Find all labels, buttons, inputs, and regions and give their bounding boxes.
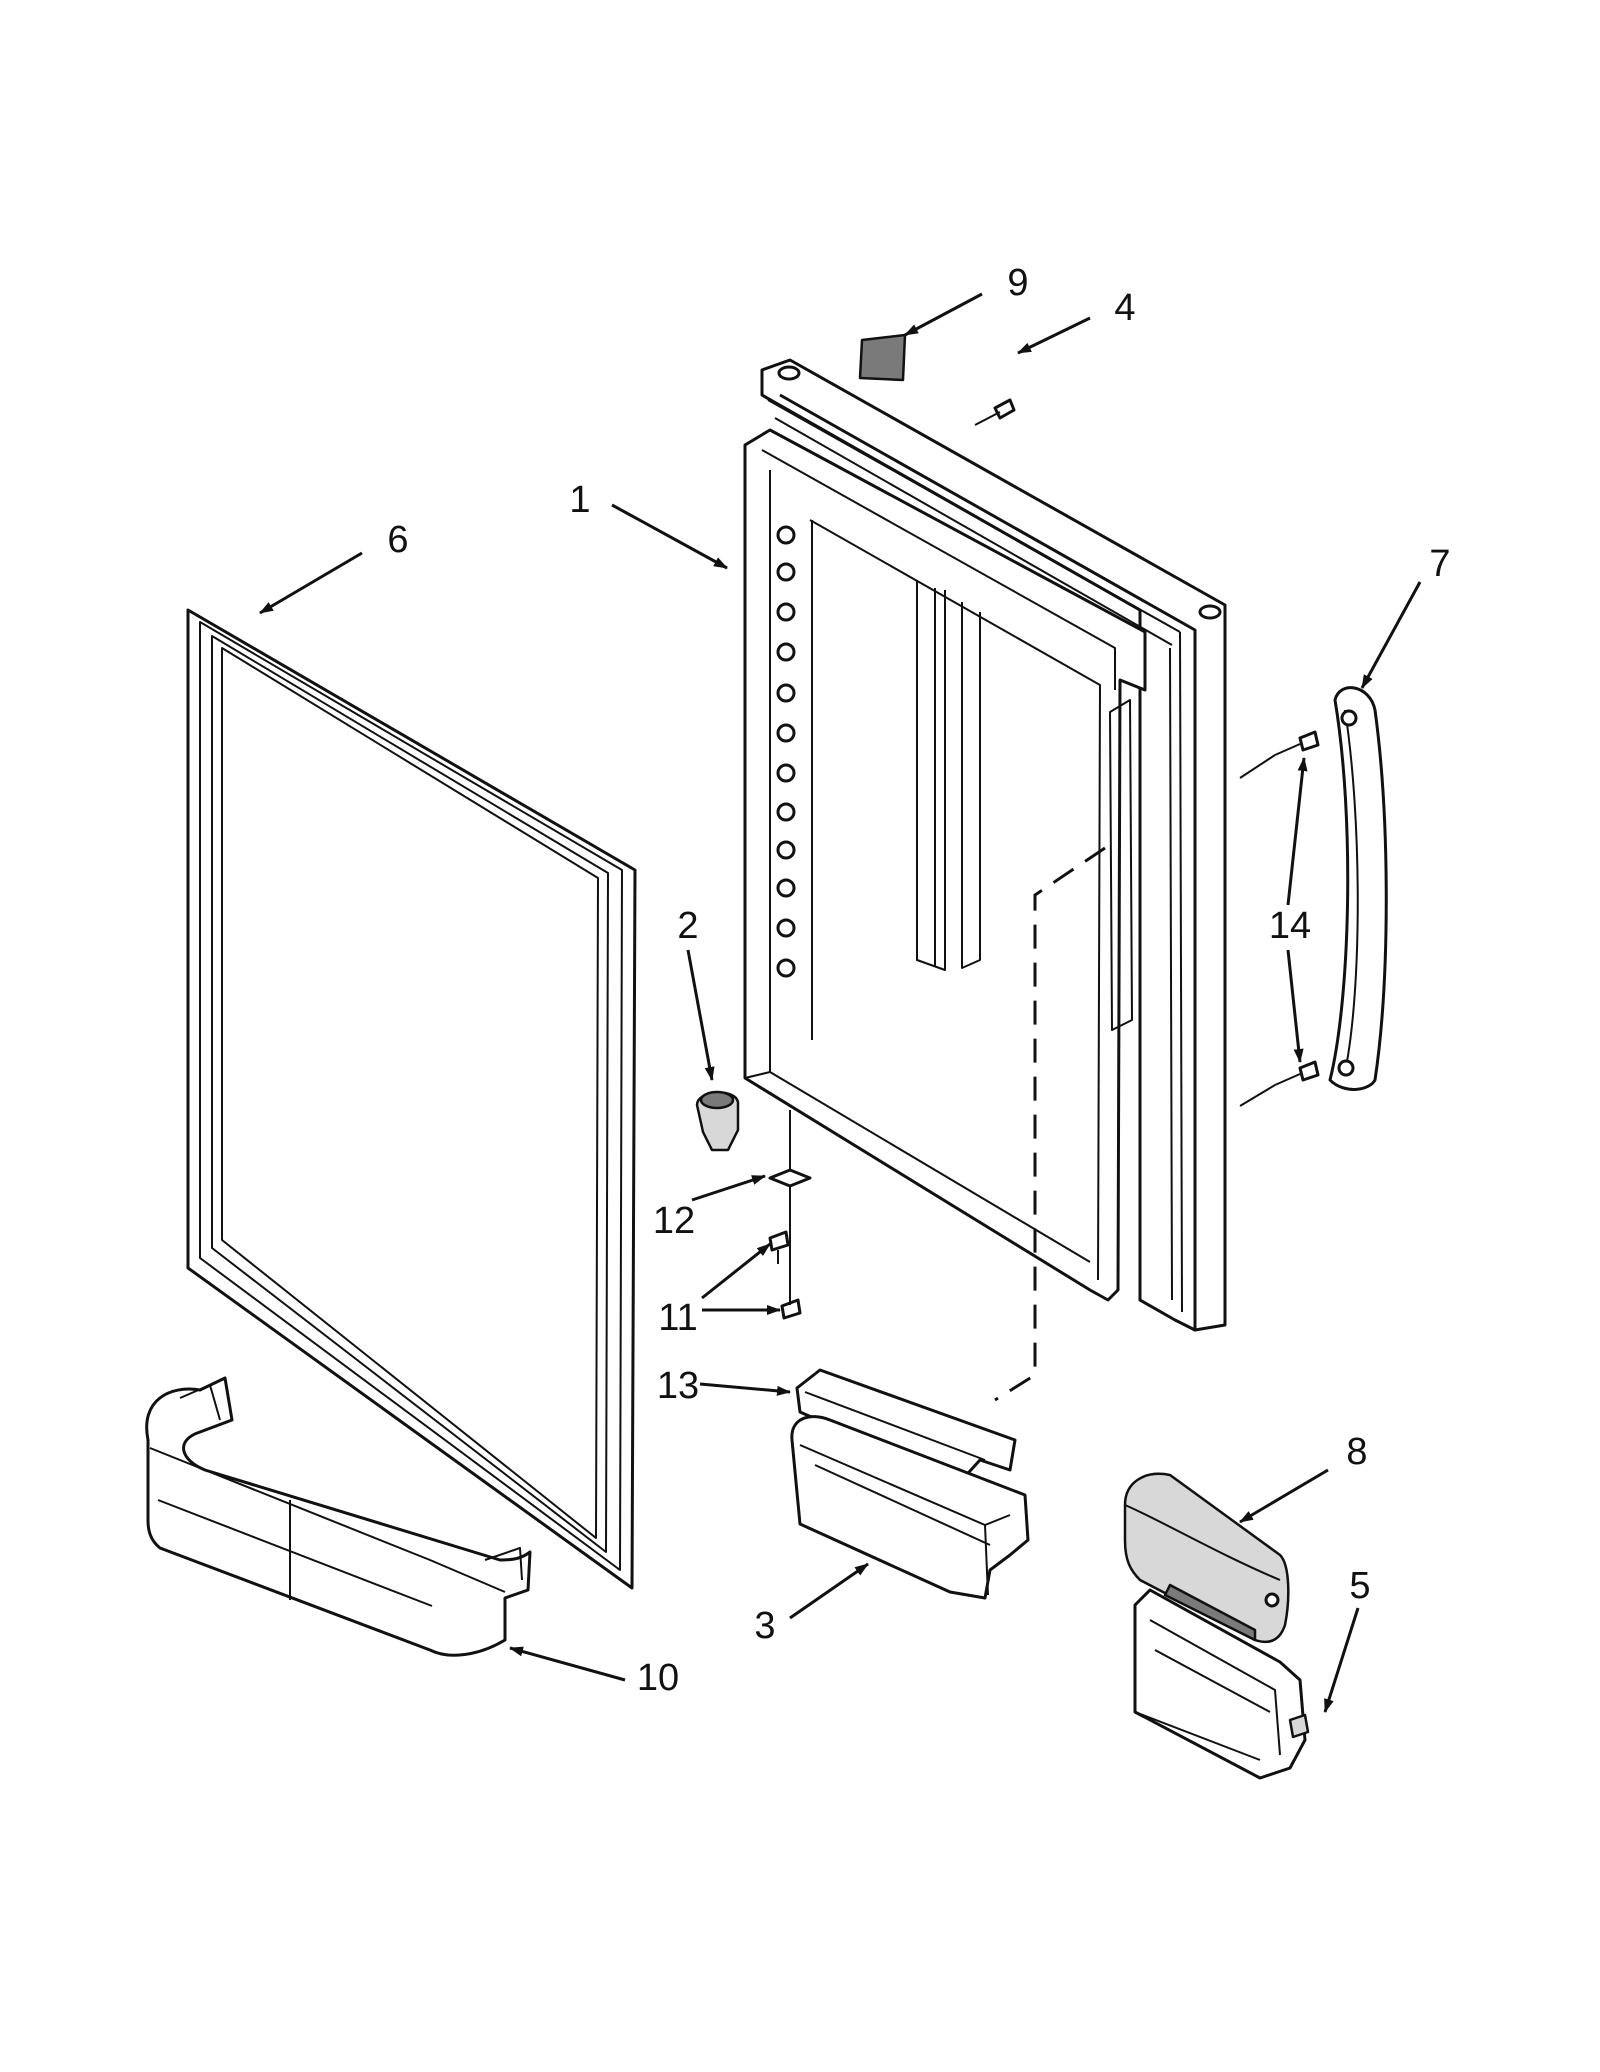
hinge-screw <box>974 398 1016 426</box>
callout-10: 10 <box>637 1657 679 1699</box>
callout-13: 13 <box>657 1365 699 1407</box>
callout-7: 7 <box>1429 543 1450 585</box>
dairy-compartment-door <box>1123 1472 1290 1644</box>
assembly-dashed-line <box>994 846 1106 1402</box>
liner-bin-pegs <box>776 525 796 978</box>
callout-6: 6 <box>387 519 408 561</box>
callout-8: 8 <box>1346 1431 1367 1473</box>
hinge-plug <box>695 1090 740 1152</box>
door-assembly <box>743 358 1227 1332</box>
door-handle <box>1328 686 1388 1091</box>
door-gasket <box>186 608 637 1590</box>
callout-14: 14 <box>1269 905 1311 947</box>
door-bin-small <box>790 1415 1030 1600</box>
bottom-hinge-bracket <box>768 1110 812 1290</box>
callout-9: 9 <box>1007 262 1028 304</box>
door-bin-large <box>145 1376 532 1657</box>
bracket-screws <box>768 1230 802 1320</box>
dairy-bin <box>1133 1588 1310 1780</box>
callout-4: 4 <box>1114 287 1135 329</box>
handle-screws <box>1239 730 1320 1107</box>
callout-2: 2 <box>677 905 698 947</box>
callout-12: 12 <box>653 1200 695 1242</box>
callout-3: 3 <box>754 1605 775 1647</box>
callout-leaders <box>259 292 1422 1713</box>
callout-11: 11 <box>658 1297 697 1339</box>
callout-5: 5 <box>1349 1565 1370 1607</box>
label-plate <box>858 333 907 382</box>
callout-1: 1 <box>569 479 590 521</box>
callout-labels: 1 2 3 4 5 6 7 8 9 10 11 12 13 14 <box>387 262 1450 1699</box>
